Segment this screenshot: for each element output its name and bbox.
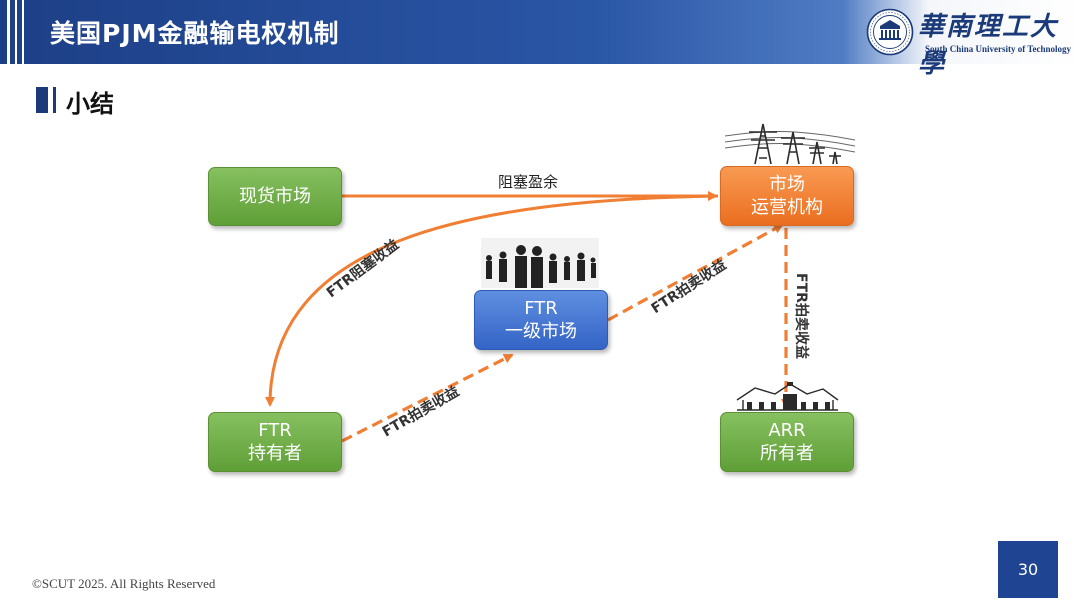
node-arr-owner: ARR 所有者 xyxy=(720,412,854,472)
header-banner: 美国PJM金融输电权机制 華南理工大學 South China Universi… xyxy=(0,0,1080,79)
university-seal-icon xyxy=(866,8,914,56)
university-name-en: South China University of Technology xyxy=(925,44,1072,54)
node-label: FTR xyxy=(258,420,292,441)
building-icon xyxy=(736,382,839,411)
header-stripe xyxy=(22,0,24,64)
node-label: 现货市场 xyxy=(239,186,311,207)
node-label: 持有者 xyxy=(248,443,302,464)
node-spot-market: 现货市场 xyxy=(208,167,342,226)
page-number: 30 xyxy=(998,541,1058,598)
section-title: 小结 xyxy=(66,90,114,118)
copyright-text: ©SCUT 2025. All Rights Reserved xyxy=(32,576,216,591)
node-label: 市场 xyxy=(769,174,805,195)
edge-label-ftr-auction-revenue: FTR拍卖收益 xyxy=(792,273,809,359)
node-ftr-holder: FTR 持有者 xyxy=(208,412,342,472)
edge-holder-to-primary xyxy=(341,353,514,443)
node-label: FTR xyxy=(524,298,558,319)
power-transmission-tower-icon xyxy=(725,123,855,165)
section-marker xyxy=(53,87,56,113)
page-number-text: 30 xyxy=(1017,560,1039,579)
edge-ftr-congestion-revenue xyxy=(265,194,719,407)
node-label: 一级市场 xyxy=(505,321,577,342)
section-marker xyxy=(36,87,48,113)
node-label: ARR xyxy=(768,420,806,441)
university-name-cn: 華南理工大學 xyxy=(918,12,1059,79)
node-label: 运营机构 xyxy=(751,197,823,218)
business-people-icon xyxy=(481,238,599,288)
node-label: 所有者 xyxy=(760,443,814,464)
header-stripe xyxy=(7,0,10,64)
node-market-operator: 市场 运营机构 xyxy=(720,166,854,226)
header-stripe xyxy=(15,0,17,64)
node-ftr-primary-market: FTR 一级市场 xyxy=(474,290,608,350)
page-title: 美国PJM金融输电权机制 xyxy=(50,19,340,48)
edge-label-congestion-surplus: 阻塞盈余 xyxy=(498,173,559,191)
